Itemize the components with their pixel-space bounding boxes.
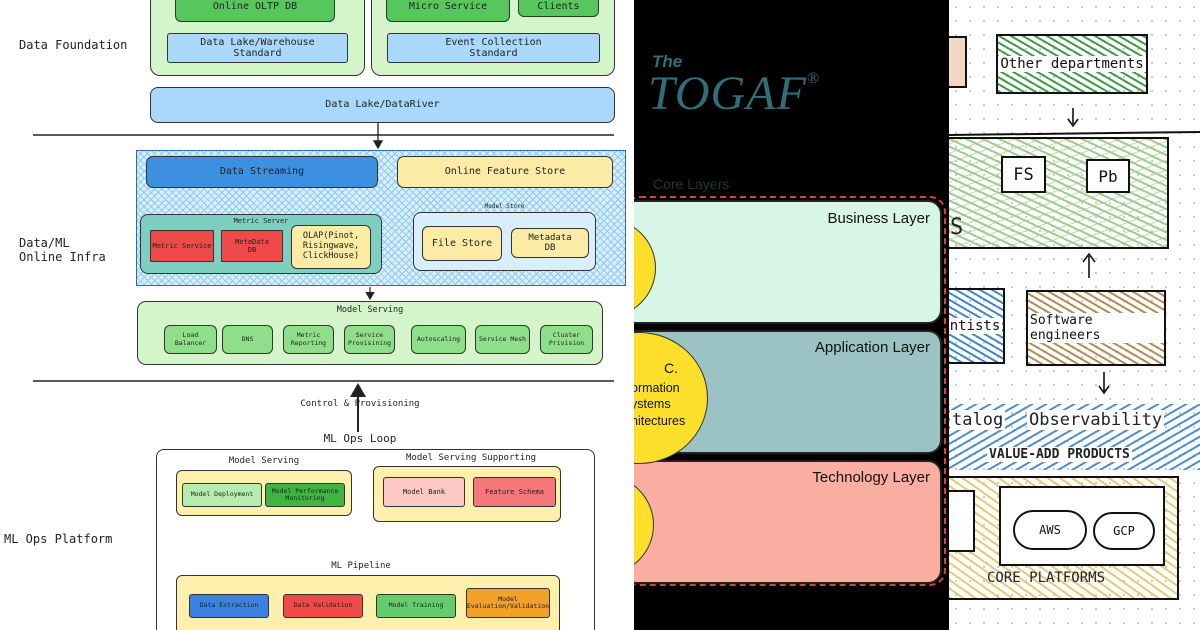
metric-service-box: Metric Service	[150, 230, 214, 262]
scientists-box: ntists	[949, 288, 1005, 364]
model-training-box: Model Training	[376, 594, 456, 618]
load-balancer-box: Load Balancer	[164, 325, 217, 354]
sketch-left-box	[949, 36, 967, 88]
core-layers-boundary	[634, 196, 946, 586]
model-serving-title: Model Serving	[336, 305, 404, 315]
clients-box: Clients	[518, 0, 599, 17]
sketch-lines	[949, 108, 1200, 395]
event-standard-box: Event Collection Standard	[387, 33, 600, 63]
section-label-ml-ops: ML Ops Platform	[4, 532, 113, 546]
other-departments-label: Other departments	[998, 56, 1146, 72]
software-engineers-box: Software engineers	[1026, 290, 1166, 366]
cluster-provision-box: Cluster Privision	[540, 325, 593, 354]
file-store-box: File Store	[422, 226, 502, 261]
togaf-logo: TOGAF®	[648, 66, 820, 121]
core-layers-label: Core Layers	[653, 176, 730, 192]
online-feature-store-box: Online Feature Store	[397, 156, 613, 188]
service-provisioning-box: Service Provisining	[344, 325, 395, 354]
model-store-label: Model Store	[484, 203, 525, 210]
fs-box: FS	[1001, 156, 1046, 193]
section-label-online-infra: Data/ML Online Infra	[19, 236, 106, 264]
scientists-label: ntists	[949, 318, 1003, 334]
circle-info-text: ormation ystems nitectures	[634, 381, 686, 428]
ml-ops-loop-title: ML Ops Loop	[323, 432, 397, 445]
ml-pipeline-title: ML Pipeline	[331, 561, 391, 571]
catalog-label: talog	[950, 410, 1006, 430]
ml-platform-diagram: Data Foundation Data/ML Online Infra ML …	[4, 0, 626, 630]
service-mesh-box: Service Mesh	[475, 325, 530, 354]
model-evaluation-box: Model Evaluation/Validation	[466, 588, 550, 618]
togaf-logo-text: TOGAF	[648, 67, 807, 120]
model-metadata-box: Metadata DB	[511, 228, 589, 258]
togaf-panel: The TOGAF® Core Layers Business Layer Ap…	[634, 0, 949, 630]
pb-box: Pb	[1086, 159, 1130, 193]
togaf-registered-mark: ®	[806, 70, 820, 87]
core-left-box	[949, 490, 975, 552]
dns-box: DNS	[222, 325, 273, 354]
sketch-panel: Other departments FS Pb S ntists Softwar…	[949, 0, 1200, 630]
mlops-serving-title: Model Serving	[228, 456, 300, 466]
technology-layer: Technology Layer	[634, 460, 942, 584]
technology-layer-title: Technology Layer	[812, 469, 930, 486]
core-platforms-label: CORE PLATFORMS	[987, 570, 1106, 586]
metric-server-label: Metric Server	[233, 217, 289, 225]
feature-schema-box: Feature Schema	[473, 477, 556, 507]
oltp-db-box: Online OLTP DB	[175, 0, 335, 22]
value-add-products-label: VALUE-ADD PRODUCTS	[987, 447, 1132, 462]
togaf-the: The	[652, 52, 683, 71]
data-validation-box: Data Validation	[283, 594, 363, 618]
metric-reporting-box: Metric Reporting	[283, 325, 334, 354]
autoscaling-box: Autoscaling	[411, 325, 466, 354]
data-streaming-box: Data Streaming	[146, 156, 378, 188]
green-sketch-area	[949, 137, 1169, 249]
aws-cloud: AWS	[1013, 510, 1087, 550]
lake-standard-box: Data Lake/Warehouse Standard	[167, 33, 348, 63]
micro-service-box: Micro Service	[386, 0, 510, 22]
business-layer-title: Business Layer	[827, 210, 930, 227]
software-engineers-label: Software engineers	[1028, 313, 1164, 343]
supporting-title: Model Serving Supporting	[406, 453, 537, 463]
olap-box: OLAP(Pinot, Risingwave, ClickHouse)	[291, 225, 371, 269]
observability-label: Observability	[1027, 410, 1165, 430]
business-layer: Business Layer	[634, 200, 942, 324]
model-deployment-box: Model Deployment	[182, 483, 262, 507]
section-label-data-foundation: Data Foundation	[19, 38, 128, 52]
other-departments-box: Other departments	[996, 34, 1148, 94]
model-bank-box: Model Bank	[383, 477, 465, 507]
control-provisioning-label: Control & Provisioning	[300, 399, 420, 409]
application-layer-title: Application Layer	[814, 339, 930, 356]
datariver-box: Data Lake/DataRiver	[150, 87, 615, 123]
circle-c-label: C.	[664, 360, 678, 376]
data-extraction-box: Data Extraction	[189, 594, 269, 618]
gcp-cloud: GCP	[1093, 512, 1155, 550]
metadata-db-box: MetaData DB	[221, 230, 283, 262]
model-performance-box: Model Performance Monitoring	[265, 483, 345, 507]
s-fragment: S	[950, 215, 964, 240]
